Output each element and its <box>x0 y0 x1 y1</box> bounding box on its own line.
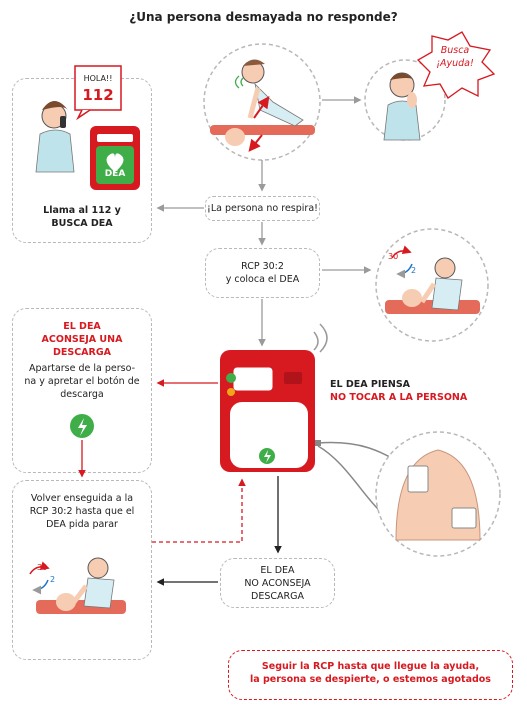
call-box-text: Llama al 112 y BUSCA DEA <box>12 204 152 230</box>
call-box-line2: BUSCA DEA <box>51 218 113 229</box>
shock-title-line3: DESCARGA <box>52 347 111 358</box>
resume-count-2: 2 <box>50 575 56 584</box>
resume-cpr-illustration <box>29 557 126 614</box>
final-line1: Seguir la RCP hasta que llegue la ayuda, <box>261 661 480 672</box>
resume-rcp-box <box>12 480 152 660</box>
no-shock-box <box>220 558 335 608</box>
cpr-circle <box>375 228 489 342</box>
unresponsive-person-circle <box>203 43 321 161</box>
shock-body-line3: descarga <box>60 389 104 400</box>
aed-thinks-text: EL DEA PIENSA NO TOCAR A LA PERSONA <box>330 378 467 404</box>
final-note-text: Seguir la RCP hasta que llegue la ayuda,… <box>228 660 513 686</box>
rcp-box <box>205 248 320 298</box>
aed-small-label: DEA <box>104 169 126 179</box>
shock-button-icon <box>70 414 94 438</box>
no-breath-label: ¡La persona no respira! <box>207 203 318 214</box>
shock-body-line2: na y apretar el botón de <box>24 376 140 387</box>
phone-hola-label: HOLA!! <box>83 74 113 83</box>
compression-count-2: 2 <box>411 266 417 275</box>
final-note-box <box>228 650 513 700</box>
shock-title-line2: ACONSEJA UNA <box>41 334 123 345</box>
resume-box-text: Volver enseguida a la RCP 30:2 hasta que… <box>12 492 152 531</box>
resume-line2: RCP 30:2 hasta que el <box>29 506 135 517</box>
no-shock-text: EL DEA NO ACONSEJA DESCARGA <box>220 564 335 603</box>
no-shock-line1: EL DEA <box>260 565 295 576</box>
pads-on-chest-circle <box>375 431 501 557</box>
resume-count-30: 30 <box>37 563 48 572</box>
shouting-person-circle <box>364 59 446 141</box>
caller-illustration <box>35 101 75 173</box>
help-bubble-text: Busca ¡Ayuda! <box>418 44 492 70</box>
no-breath-box <box>205 196 320 221</box>
aed-device <box>220 323 328 472</box>
shock-title-line1: EL DEA <box>63 321 101 332</box>
final-line2: la persona se despierte, o estemos agota… <box>250 674 491 685</box>
resume-line1: Volver enseguida a la <box>30 493 134 504</box>
aed-thinks-line2: NO TOCAR A LA PERSONA <box>330 392 468 403</box>
phone-number-label: 112 <box>82 86 114 104</box>
rcp-line2: y coloca el DEA <box>225 274 300 285</box>
no-shock-line2: NO ACONSEJA <box>244 578 311 589</box>
shock-box-body: Apartarse de la perso- na y apretar el b… <box>12 362 152 401</box>
no-shock-line3: DESCARGA <box>251 591 304 602</box>
resume-line3: DEA pida parar <box>46 519 118 530</box>
aed-thinks-line1: EL DEA PIENSA <box>330 379 411 390</box>
shock-body-line1: Apartarse de la perso- <box>28 363 136 374</box>
rcp-box-text: RCP 30:2 y coloca el DEA <box>205 260 320 286</box>
help-bubble-line2: ¡Ayuda! <box>436 58 474 69</box>
call-box-line1: Llama al 112 y <box>43 205 121 216</box>
phone-call-bubble <box>74 65 122 121</box>
compression-count-30: 30 <box>388 252 399 261</box>
help-bubble-line1: Busca <box>440 45 470 56</box>
help-speech-bubble <box>416 31 496 99</box>
page-title: ¿Una persona desmayada no responde? <box>129 10 398 24</box>
shock-box-title: EL DEA ACONSEJA UNA DESCARGA <box>12 320 152 359</box>
small-aed-icon <box>90 126 140 190</box>
rcp-line1: RCP 30:2 <box>241 261 284 272</box>
